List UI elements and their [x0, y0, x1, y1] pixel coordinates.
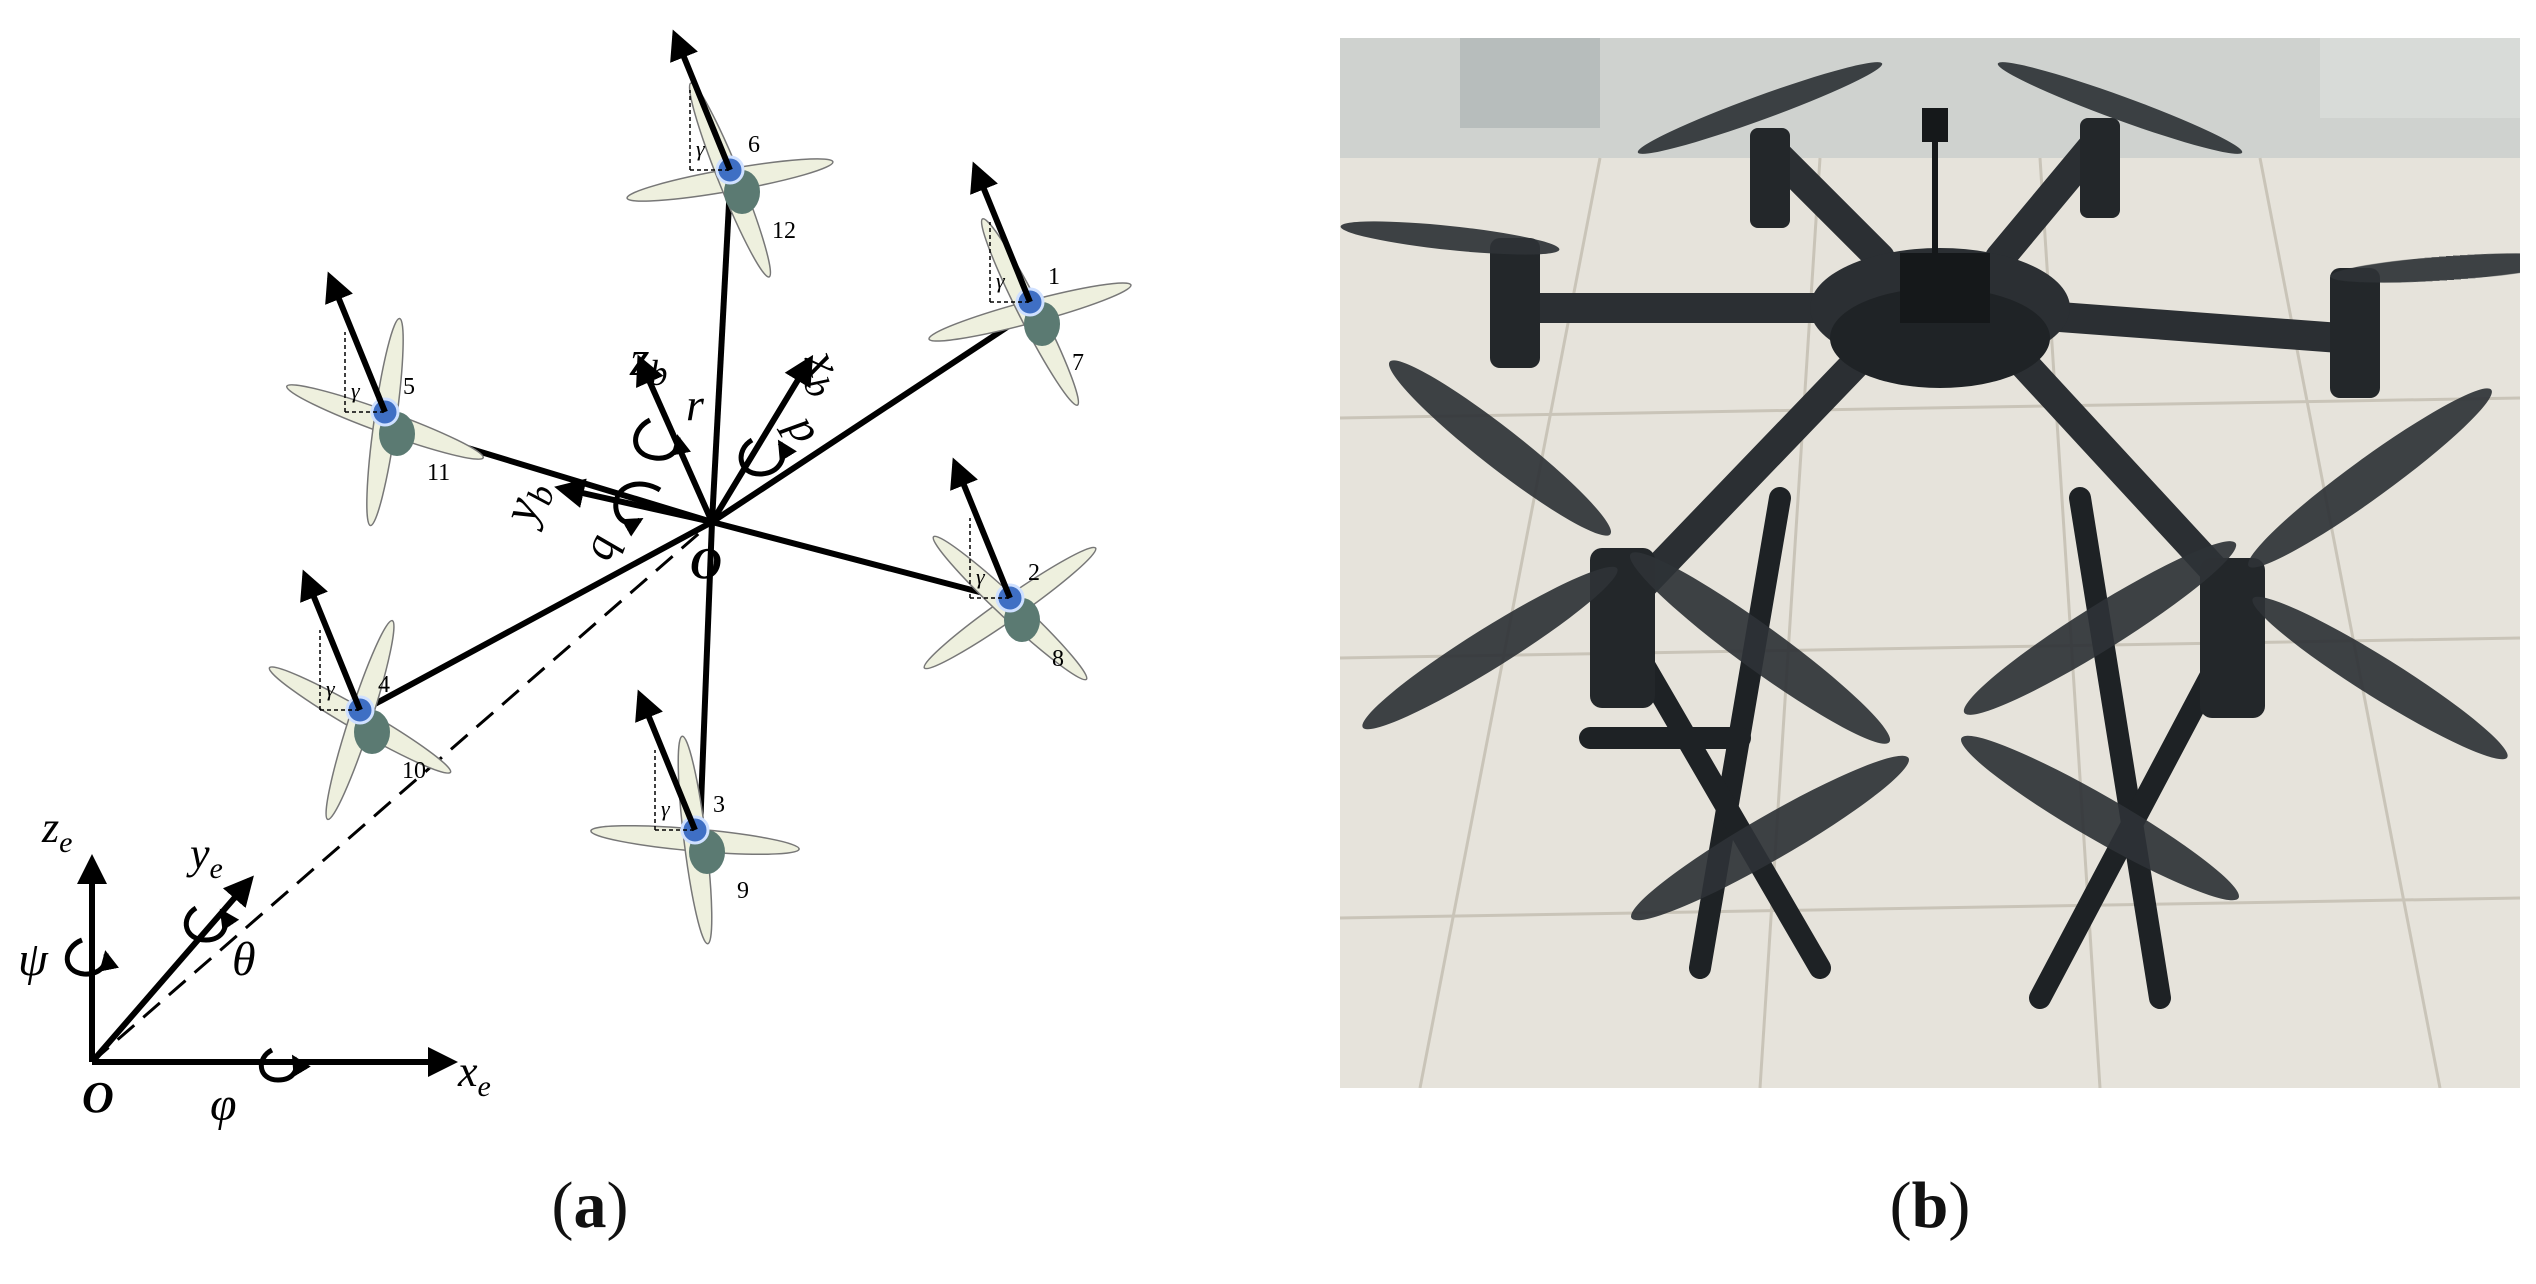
- q-rotation-arrow: [613, 481, 662, 537]
- theta-label: θ: [232, 933, 256, 986]
- rotor-3: γ 3 9: [590, 689, 800, 945]
- photo-background-floor: [1340, 38, 2520, 1088]
- rotor-1: γ 1 7: [928, 161, 1132, 406]
- r-rotation-arrow: [633, 417, 691, 461]
- tilt-angle-label: γ: [661, 796, 671, 821]
- rotor-4: γ 4 10: [268, 569, 452, 821]
- hexacopter-photo: [1340, 38, 2520, 1088]
- earth-y-label: ye: [186, 829, 223, 885]
- drone-motors: [1490, 118, 2380, 718]
- body-x-label: xb: [787, 341, 861, 403]
- body-q-label: q: [571, 527, 627, 566]
- rotor-number-top: 6: [748, 132, 760, 158]
- rotor-number-bottom: 11: [427, 460, 450, 486]
- psi-rotation-arrow: [64, 937, 119, 977]
- thrust-arrow: [325, 271, 388, 414]
- drone-propellers: [1340, 62, 2520, 921]
- tilt-angle-label: γ: [351, 378, 361, 403]
- frame-arms: [358, 184, 1032, 831]
- rotor-2: γ 2 8: [923, 457, 1097, 681]
- psi-label: ψ: [18, 933, 49, 986]
- rotor-number-bottom: 8: [1052, 646, 1064, 672]
- earth-z-label: ze: [41, 803, 72, 859]
- body-frame-axes: [554, 354, 814, 537]
- theta-rotation-arrow: [183, 905, 240, 943]
- thrust-arrow: [300, 569, 363, 712]
- body-r-label: r: [686, 379, 705, 430]
- body-origin-label: O: [690, 539, 722, 588]
- drone-electronics-box: [1900, 253, 1990, 323]
- rotor-number-top: 3: [713, 792, 725, 818]
- body-z-label: zb: [629, 330, 667, 393]
- tilt-angle-label: γ: [326, 676, 336, 701]
- rotor-number-bottom: 12: [772, 218, 796, 244]
- earth-origin-label: O: [82, 1073, 114, 1122]
- thrust-arrow: [950, 457, 1013, 600]
- rotor-5: γ 5 11: [285, 271, 485, 527]
- tilt-angle-label: γ: [696, 136, 706, 161]
- origin-connector-dashed-line: [91, 520, 713, 1064]
- thrust-arrow: [970, 161, 1033, 304]
- tilt-angle-label: γ: [976, 564, 986, 589]
- rotor-number-top: 4: [378, 672, 390, 698]
- tilt-angle-label: γ: [996, 268, 1006, 293]
- rotor-number-top: 2: [1028, 560, 1040, 586]
- earth-frame-axes: [64, 854, 458, 1083]
- caption-a: (a): [551, 1169, 629, 1242]
- caption-b: (b): [1889, 1169, 1971, 1242]
- rotor-number-top: 5: [403, 374, 415, 400]
- earth-x-label: xe: [457, 1047, 491, 1103]
- thrust-arrow: [670, 29, 733, 172]
- thrust-arrow: [635, 689, 698, 832]
- rotor-6: γ 6 12: [626, 29, 834, 278]
- rotor-number-top: 1: [1048, 264, 1060, 290]
- rotor-number-bottom: 9: [737, 878, 749, 904]
- phi-rotation-arrow: [259, 1047, 311, 1083]
- rotor-number-bottom: 7: [1072, 350, 1084, 376]
- p-rotation-arrow: [738, 437, 797, 477]
- body-y-label: yb: [488, 473, 562, 535]
- phi-label: φ: [210, 1078, 237, 1131]
- rotor-number-bottom: 10: [402, 758, 426, 784]
